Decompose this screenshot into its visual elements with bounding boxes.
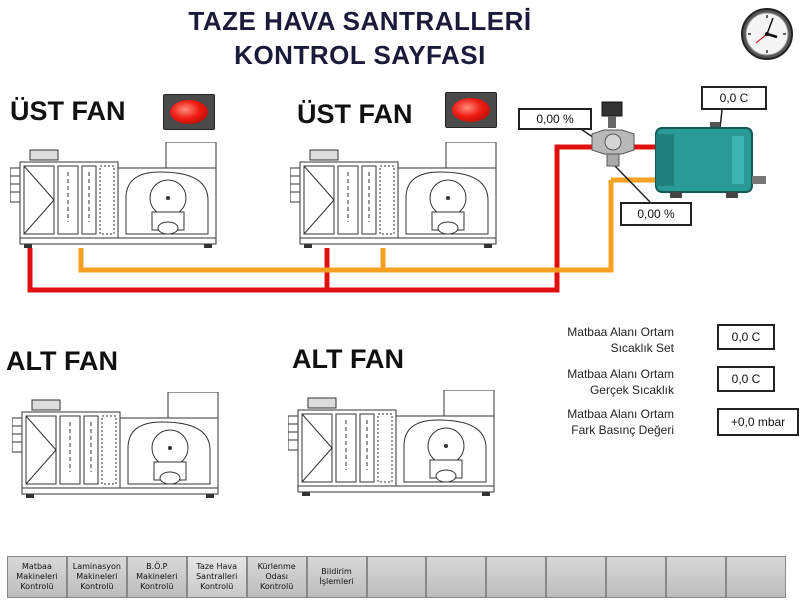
nav-button-empty-6[interactable] (666, 556, 727, 598)
nav-button-empty-5[interactable] (606, 556, 667, 598)
nav-button-empty-2[interactable] (426, 556, 487, 598)
nav-button-kurlenme[interactable]: Kürlenme Odası Kontrolü (246, 556, 307, 598)
alarm-lamp-top-right[interactable] (445, 92, 497, 128)
air-handling-unit-bottom-right[interactable] (288, 390, 498, 500)
air-handling-unit-top-right[interactable] (290, 142, 500, 252)
supply-pipe-main (27, 144, 600, 293)
nav-button-bildirim[interactable]: Bildirim İşlemleri (306, 556, 367, 598)
red-alarm-lamp-icon (170, 100, 208, 124)
info-label-diff-pressure: Matbaa Alanı Ortam Fark Basınç Değeri (567, 407, 674, 437)
nav-button-empty-3[interactable] (486, 556, 547, 598)
info-value-actual-temp: 0,0 C (717, 366, 775, 392)
info-value-diff-pressure: +0,0 mbar (717, 408, 799, 436)
nav-button-matbaa[interactable]: Matbaa Makineleri Kontrolü (7, 556, 67, 598)
alarm-lamp-top-left[interactable] (163, 94, 215, 130)
nav-button-bop[interactable]: B.Ö.P Makineleri Kontrolü (126, 556, 187, 598)
page-title-line2: KONTROL SAYFASI (234, 40, 486, 70)
nav-button-empty-1[interactable] (366, 556, 427, 598)
fan-label-bottom-right: ALT FAN (292, 344, 404, 374)
return-pipe-main (78, 180, 614, 273)
red-alarm-lamp-icon (452, 98, 490, 122)
valve-percent-top-readout: 0,00 % (518, 108, 592, 130)
mixing-valve-icon[interactable] (588, 100, 638, 170)
nav-button-laminasyon[interactable]: Laminasyon Makineleri Kontrolü (66, 556, 127, 598)
info-label-actual-temp: Matbaa Alanı Ortam Gerçek Sıcaklık (567, 367, 674, 397)
valve-percent-bottom-readout: 0,00 % (620, 202, 692, 226)
analog-clock-icon (741, 8, 793, 60)
fan-label-bottom-left: ALT FAN (6, 346, 118, 376)
info-label-set-temp: Matbaa Alanı Ortam Sıcaklık Set (567, 325, 674, 355)
nav-button-empty-4[interactable] (546, 556, 607, 598)
page-title-line1: TAZE HAVA SANTRALLERİ (188, 6, 532, 36)
nav-button-taze-hava[interactable]: Taze Hava Santralleri Kontrolü (186, 556, 247, 598)
bottom-navigation-bar: Matbaa Makineleri Kontrolü Laminasyon Ma… (7, 556, 786, 598)
nav-button-empty-7[interactable] (726, 556, 786, 598)
fan-label-top-right: ÜST FAN (297, 99, 413, 129)
boiler-icon (655, 122, 766, 198)
info-value-set-temp: 0,0 C (717, 324, 775, 350)
fan-label-top-left: ÜST FAN (10, 96, 126, 126)
air-handling-unit-top-left[interactable] (10, 142, 220, 252)
boiler-temp-readout: 0,0 C (701, 86, 767, 110)
air-handling-unit-bottom-left[interactable] (12, 392, 222, 502)
